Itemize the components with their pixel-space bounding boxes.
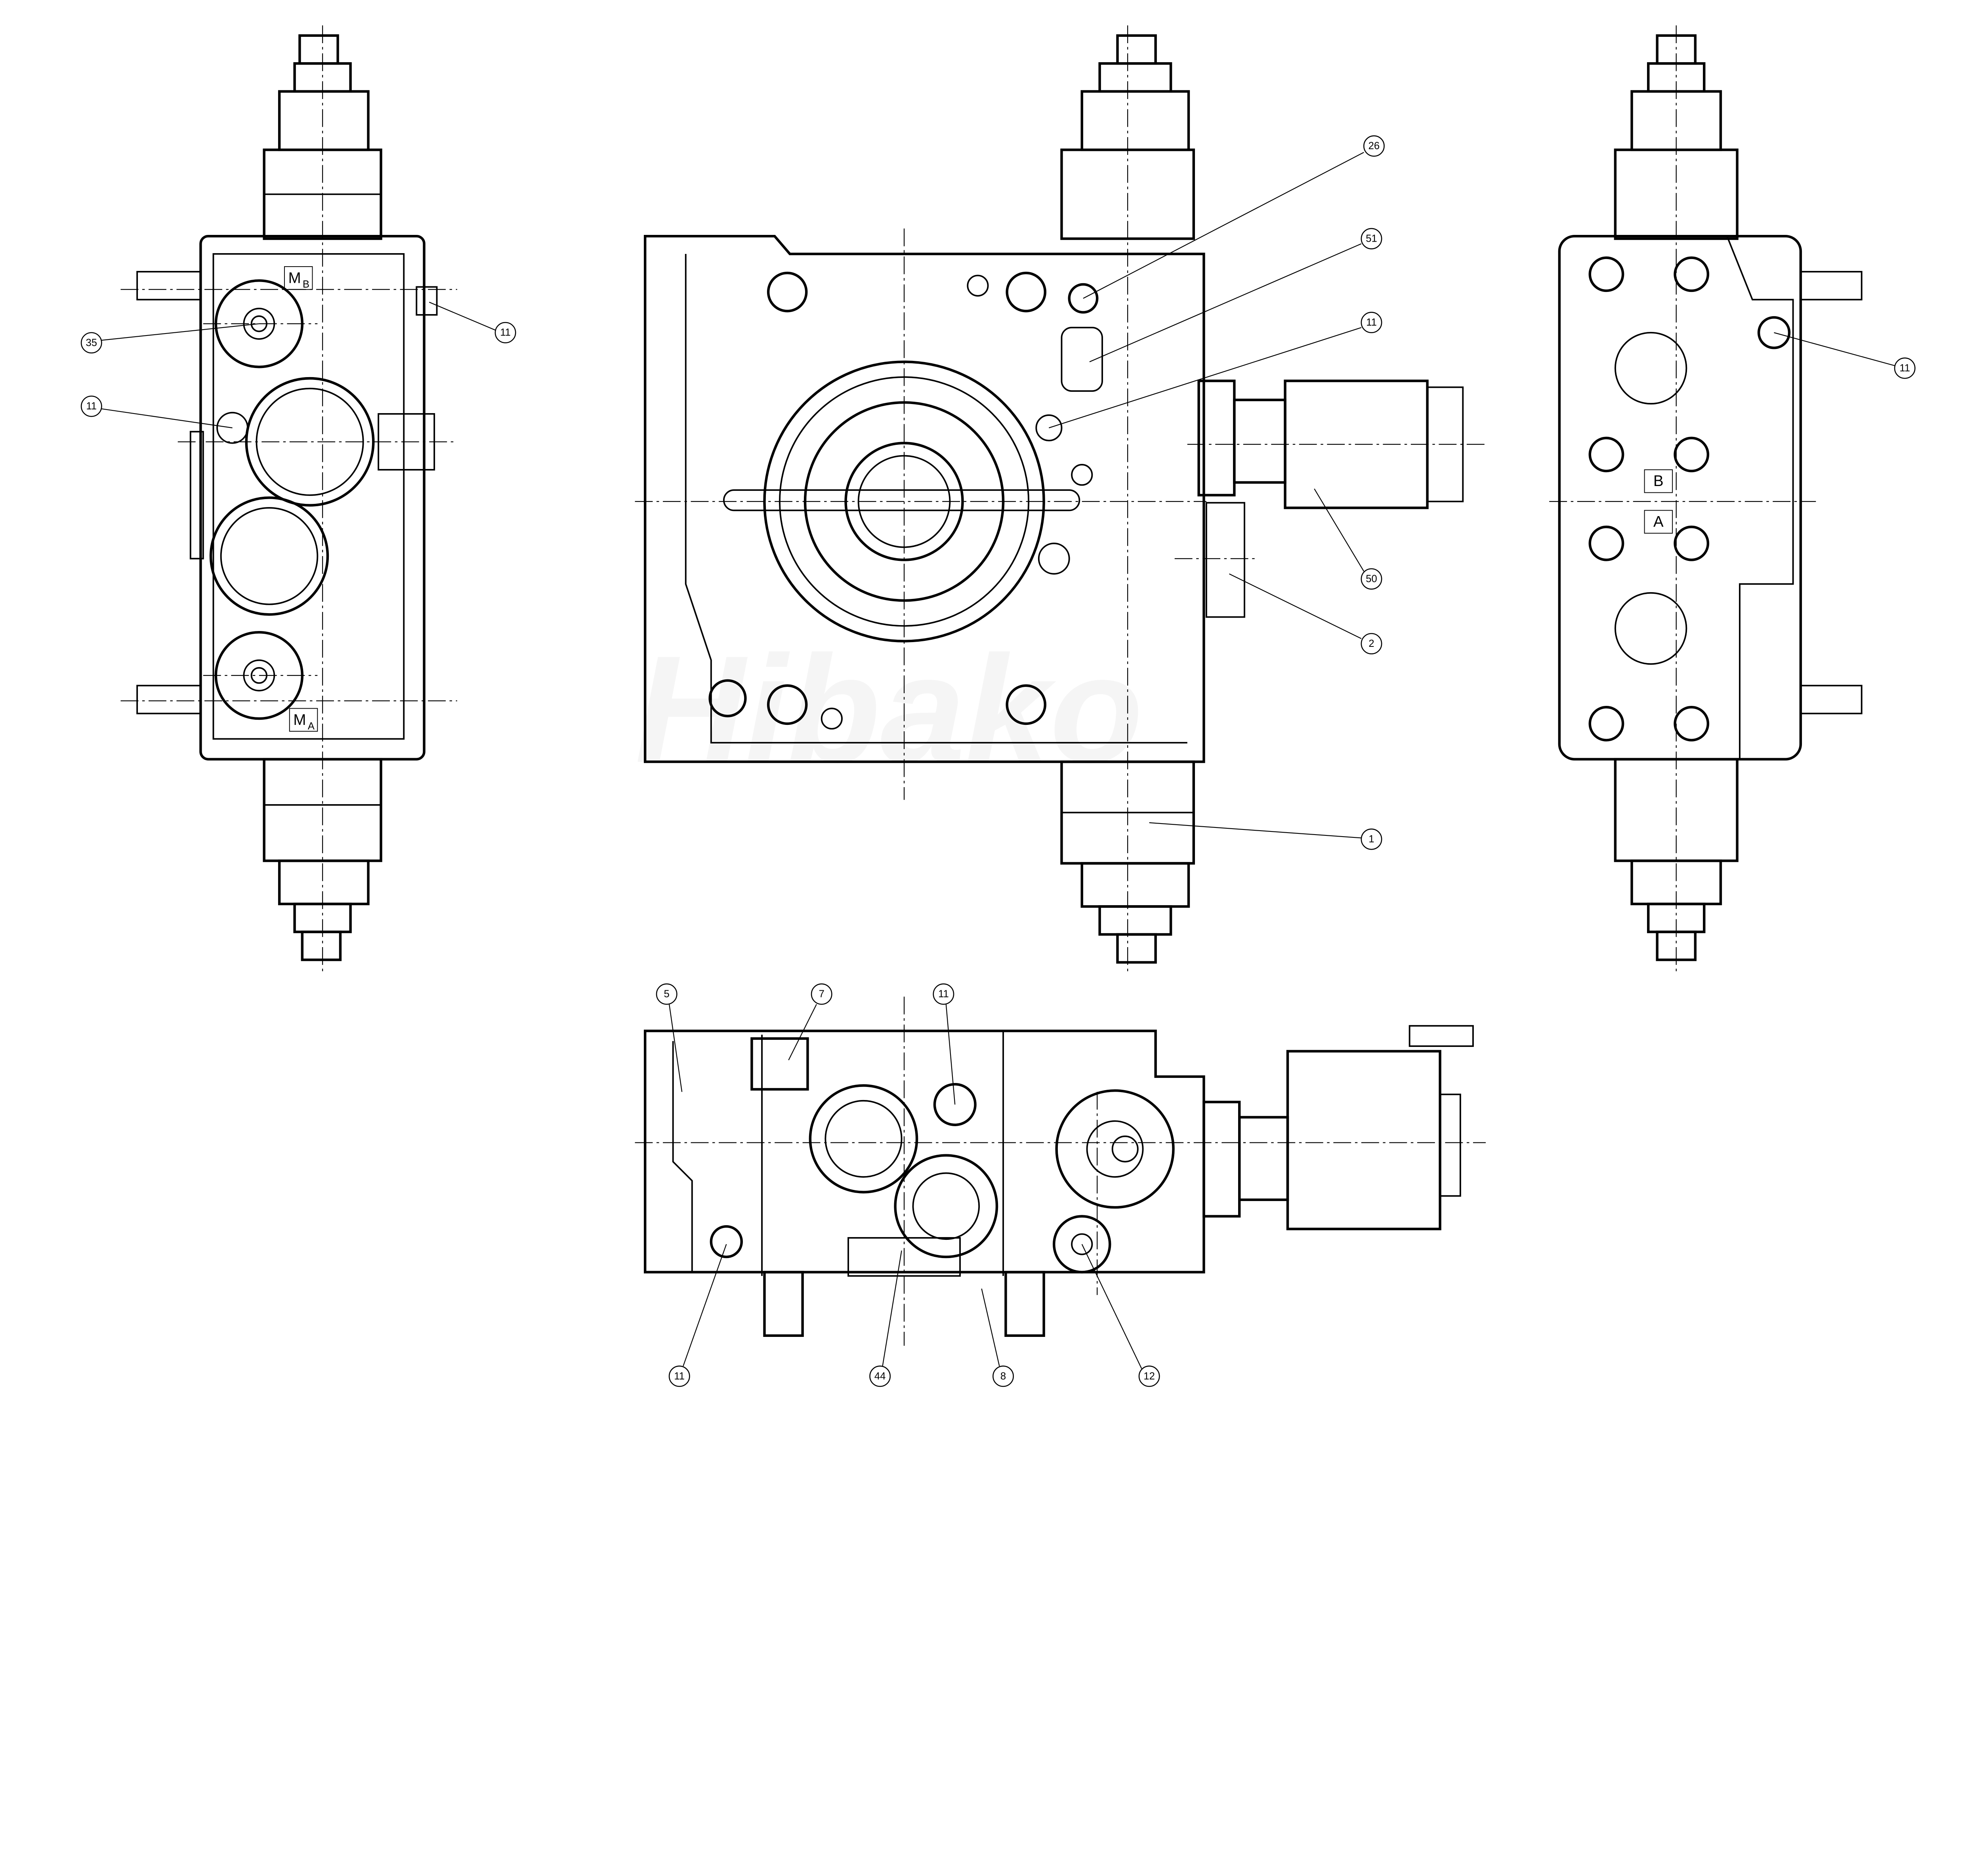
technical-drawing: Hibako M B M A 35 11 11 <box>80 25 1916 1387</box>
port-label-b: B <box>1653 473 1664 490</box>
port-label-mb-sub: B <box>303 279 309 290</box>
right-view: B A 11 <box>1549 25 1916 971</box>
callout-11: 11 <box>500 327 511 338</box>
callout-26: 26 <box>1368 141 1380 152</box>
callout-5: 5 <box>664 989 670 1000</box>
callout-1: 1 <box>1368 834 1374 845</box>
port-label-mb: M <box>288 269 301 286</box>
front-view: 26 51 11 50 2 1 <box>635 25 1486 971</box>
callout-11: 11 <box>938 989 949 1000</box>
callout-8: 8 <box>1000 1371 1006 1382</box>
bottom-view: 5 7 11 11 44 8 12 <box>635 983 1486 1387</box>
callout-11: 11 <box>674 1371 685 1382</box>
callout-11: 11 <box>1899 362 1910 374</box>
callout-35: 35 <box>86 337 97 348</box>
callout-2: 2 <box>1368 638 1374 649</box>
port-label-ma-sub: A <box>308 721 315 732</box>
callout-11: 11 <box>86 401 97 412</box>
left-view: M B M A 35 11 11 <box>80 25 516 971</box>
callout-12: 12 <box>1143 1371 1155 1382</box>
port-label-a: A <box>1653 513 1664 530</box>
callout-11: 11 <box>1366 317 1377 328</box>
callout-44: 44 <box>874 1371 886 1382</box>
port-label-box-a <box>1644 510 1673 534</box>
callout-51: 51 <box>1366 233 1377 244</box>
port-label-box-mb <box>284 266 313 290</box>
port-label-ma: M <box>293 711 306 728</box>
port-label-box-b <box>1644 469 1673 493</box>
port-label-box-ma <box>289 708 318 732</box>
callout-7: 7 <box>819 989 824 1000</box>
callout-50: 50 <box>1366 574 1377 585</box>
